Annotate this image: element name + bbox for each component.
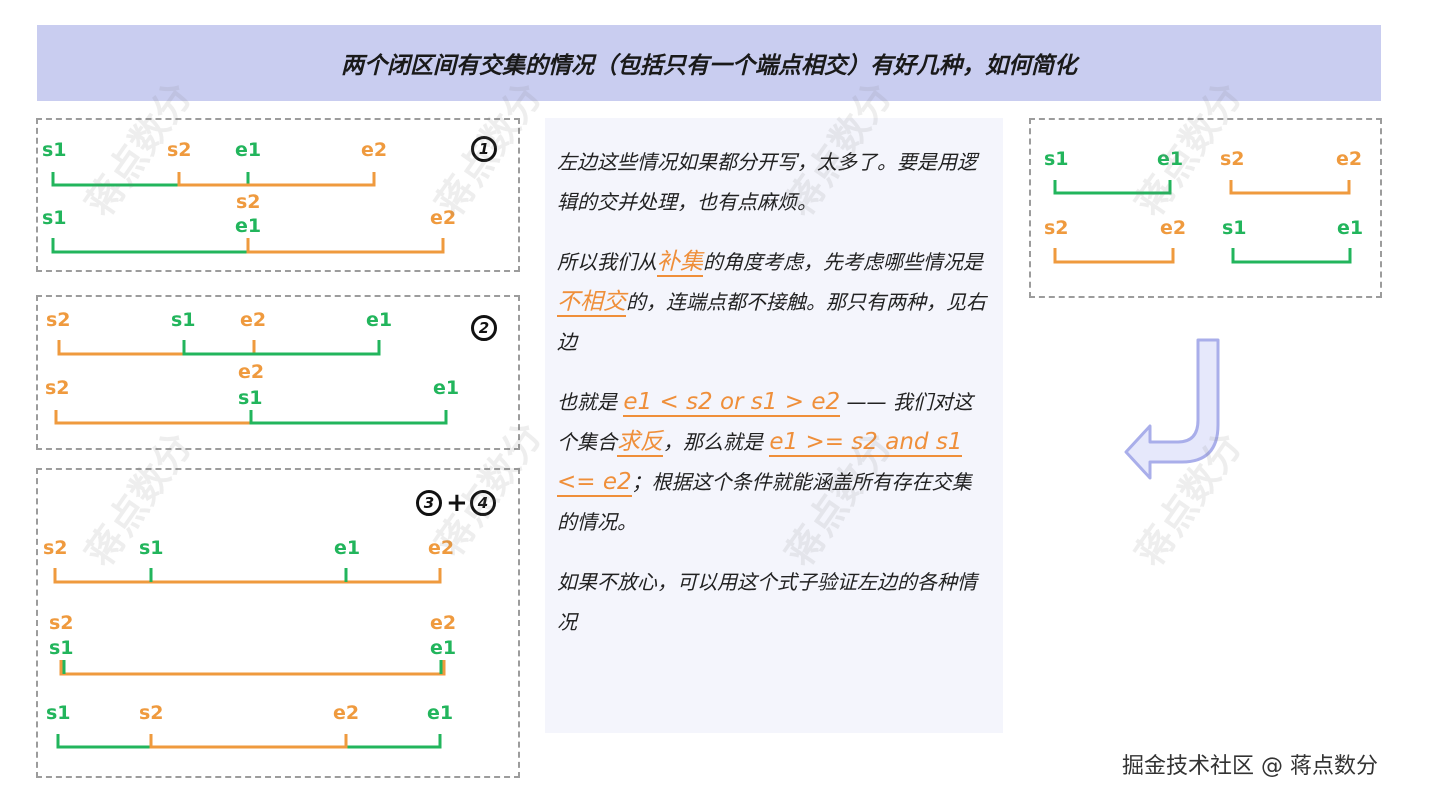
case-2-box — [36, 295, 520, 450]
highlight-complement: 补集 — [657, 249, 703, 277]
case-4-marker: 4 — [470, 490, 496, 516]
case-1-box — [36, 118, 520, 272]
explanation-p4: 如果不放心，可以用这个式子验证左边的各种情况 — [557, 570, 977, 634]
highlight-negate: 求反 — [617, 429, 663, 457]
explanation-p3: 也就是 e1 < s2 or s1 > e2 —— 我们对这个集合求反，那么就是… — [557, 389, 973, 534]
page-title: 两个闭区间有交集的情况（包括只有一个端点相交）有好几种，如何简化 — [37, 25, 1381, 101]
plus-sign: + — [446, 488, 468, 518]
watermark: 蒋点数分 — [1127, 424, 1251, 575]
curved-arrow-icon — [1124, 338, 1220, 480]
highlight-intersect-condition: e1 >= s2 and s1 <= e2 — [557, 429, 963, 497]
case-3-4-box — [36, 468, 520, 778]
explanation-panel: 左边这些情况如果都分开写，太多了。要是用逻辑的交并处理，也有点麻烦。 所以我们从… — [545, 118, 1003, 733]
case-2-marker: 2 — [471, 315, 497, 341]
case-1-marker: 1 — [471, 136, 497, 162]
explanation-p1: 左边这些情况如果都分开写，太多了。要是用逻辑的交并处理，也有点麻烦。 — [557, 150, 977, 214]
case-3-marker: 3 — [416, 490, 442, 516]
explanation-p2: 所以我们从补集的角度考虑，先考虑哪些情况是不相交的，连端点都不接触。那只有两种，… — [557, 249, 986, 354]
highlight-disjoint-condition: e1 < s2 or s1 > e2 — [623, 389, 841, 417]
highlight-disjoint: 不相交 — [557, 289, 626, 317]
disjoint-cases-box — [1029, 118, 1382, 298]
footer-credit: 掘金技术社区 @ 蒋点数分 — [1122, 754, 1378, 779]
